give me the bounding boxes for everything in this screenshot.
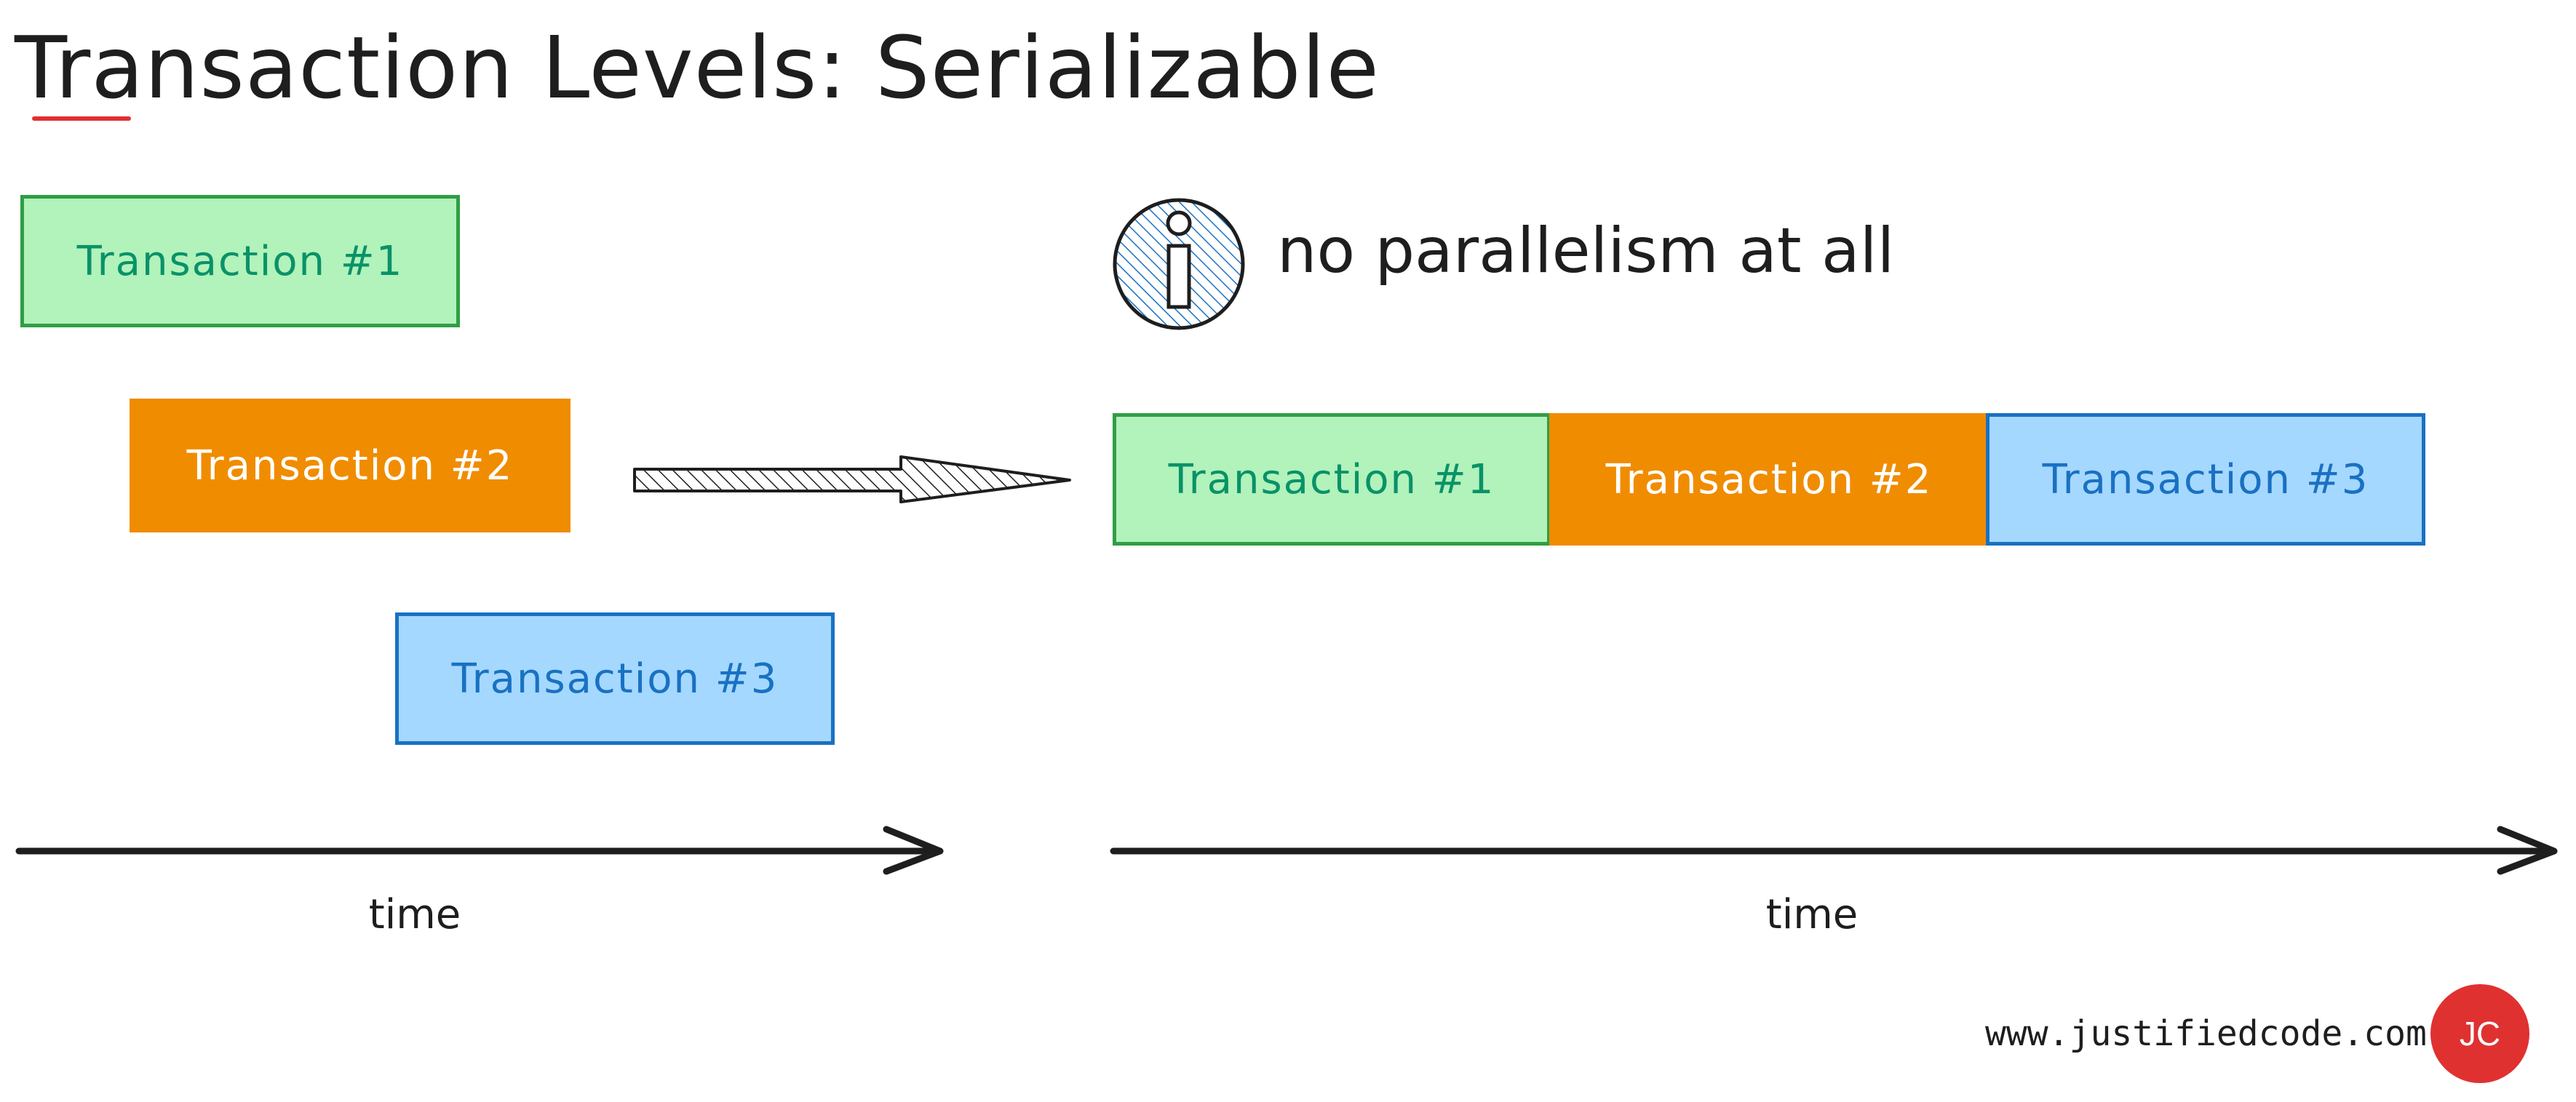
title-accent-underline — [32, 116, 131, 121]
brand-logo-text: JC — [2459, 1015, 2501, 1053]
right-time-axis-label: time — [1765, 891, 1859, 938]
hatched-arrow-right-icon — [633, 455, 1071, 503]
right-transaction-1-box: Transaction #1 — [1113, 413, 1551, 546]
right-transaction-3-box: Transaction #3 — [1986, 413, 2425, 546]
note-text: no parallelism at all — [1277, 215, 1895, 287]
left-transaction-2-label: Transaction #2 — [186, 442, 514, 490]
left-transaction-2-box: Transaction #2 — [130, 399, 571, 532]
left-transaction-1-box: Transaction #1 — [20, 195, 460, 327]
left-transaction-1-label: Transaction #1 — [76, 237, 404, 285]
right-transaction-2-box: Transaction #2 — [1549, 413, 1989, 546]
brand-logo: JC — [2430, 984, 2529, 1083]
right-transaction-2-label: Transaction #2 — [1605, 455, 1933, 503]
left-time-axis-label: time — [368, 891, 461, 938]
right-transaction-1-label: Transaction #1 — [1168, 455, 1495, 503]
right-transaction-3-label: Transaction #3 — [2042, 455, 2369, 503]
site-url-text: www.justifiedcode.com — [1985, 1013, 2427, 1054]
left-transaction-3-box: Transaction #3 — [395, 612, 835, 745]
page-title: Transaction Levels: Serializable — [15, 17, 1380, 118]
info-icon — [1113, 198, 1245, 330]
right-time-axis-arrow — [1110, 826, 2558, 875]
left-time-axis-arrow — [15, 826, 944, 875]
left-transaction-3-label: Transaction #3 — [451, 655, 779, 703]
